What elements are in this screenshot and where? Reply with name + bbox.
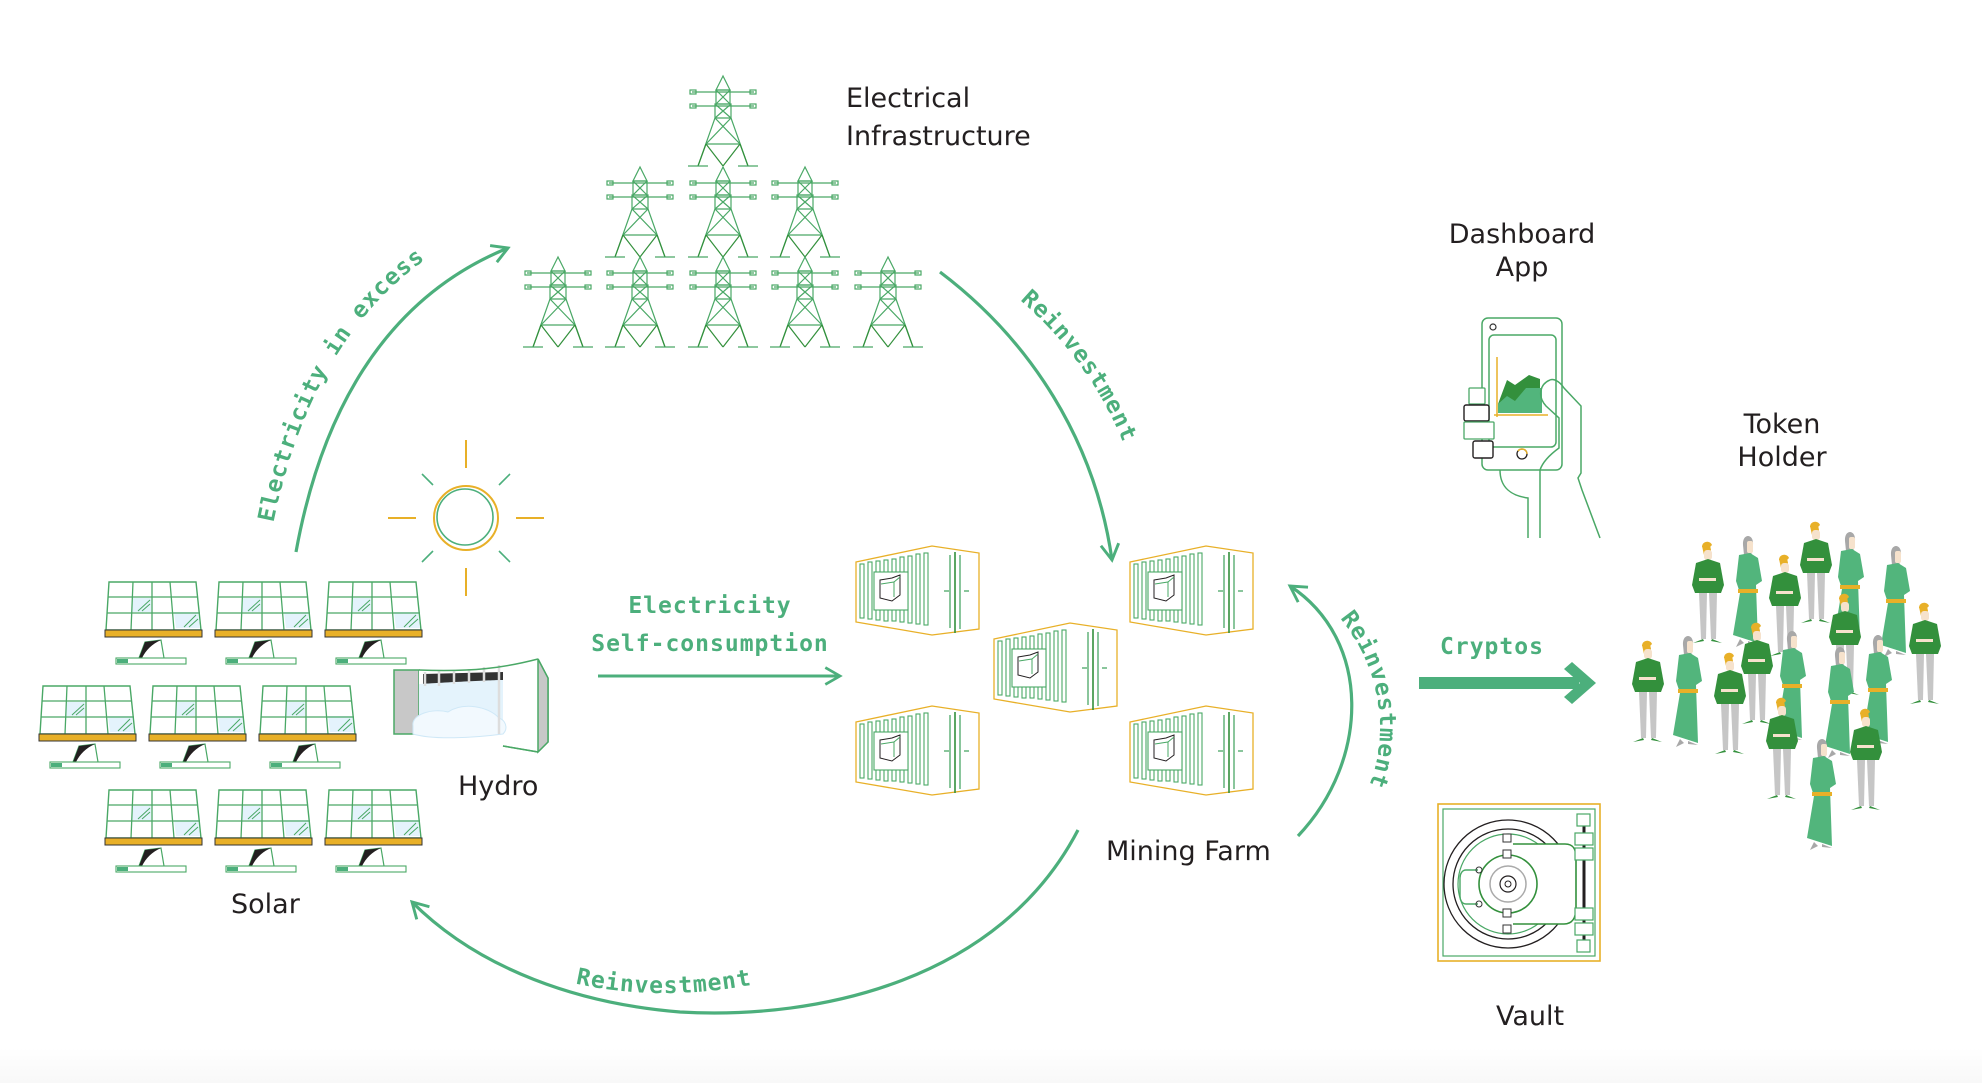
- flow-label-self-consumption: Electricity Self-consumption: [560, 587, 860, 663]
- vault-icon: [1437, 803, 1601, 962]
- phone-in-hand-icon: [1463, 317, 1601, 539]
- token-holder-person-icon: [1909, 602, 1941, 704]
- power-tower-icon: [687, 166, 759, 258]
- arrow-reinvestment-farm-to-solar: [409, 829, 1080, 1015]
- power-tower-icon: [769, 256, 841, 348]
- arrow-cryptos: [1419, 662, 1596, 704]
- shipping-container-icon: [993, 622, 1118, 713]
- arrow-reinvestment-farm-loop: [1287, 584, 1354, 838]
- label-dashboard-app: Dashboard App: [1432, 218, 1612, 284]
- label-solar: Solar: [231, 889, 300, 920]
- power-tower-icon: [604, 256, 676, 348]
- shipping-container-icon: [1129, 705, 1254, 796]
- flow-label-reinvestment-bottom: Reinvestment: [574, 964, 753, 999]
- solar-panels: [38, 581, 423, 873]
- label-line: Infrastructure: [846, 121, 1031, 152]
- label-line: Self-consumption: [591, 631, 829, 657]
- flow-label-reinvestment-farm-loop: Reinvestment: [1335, 606, 1400, 792]
- power-tower-icon: [687, 256, 759, 348]
- power-tower-icon: [852, 256, 924, 348]
- token-holder-person-icon: [1692, 541, 1724, 643]
- shipping-container-icon: [855, 705, 980, 796]
- mining-farm-containers: [855, 545, 1254, 796]
- flow-label-reinvestment-infra: Reinvestment: [1016, 285, 1142, 446]
- token-holder-person-icon: [1714, 652, 1746, 754]
- arrow-electricity-in-excess: [294, 244, 511, 553]
- bottom-band: [0, 1048, 1982, 1083]
- flow-label-cryptos: Cryptos: [1440, 634, 1544, 660]
- token-holder-person-icon: [1673, 636, 1702, 747]
- solar-panel-icon: [38, 685, 137, 769]
- token-holders-group: [1632, 521, 1941, 850]
- shipping-container-icon: [855, 545, 980, 636]
- label-line: Electrical: [846, 83, 971, 114]
- solar-panel-icon: [324, 581, 423, 665]
- solar-panel-icon: [258, 685, 357, 769]
- label-hydro: Hydro: [458, 771, 539, 802]
- label-vault: Vault: [1496, 1001, 1565, 1032]
- arrow-reinvestment-infra-to-farm: [939, 270, 1121, 563]
- power-tower-icon: [604, 166, 676, 258]
- solar-panel-icon: [104, 789, 203, 873]
- label-mining-farm: Mining Farm: [1106, 836, 1271, 867]
- power-tower-icon: [769, 166, 841, 258]
- label-token-holder: Token Holder: [1712, 408, 1852, 474]
- sun-icon: [388, 440, 544, 596]
- solar-panel-icon: [214, 581, 313, 665]
- label-line: Dashboard: [1448, 219, 1596, 250]
- power-tower-icon: [522, 256, 594, 348]
- label-line: Holder: [1737, 442, 1827, 473]
- label-line: Token: [1743, 409, 1821, 440]
- solar-panel-icon: [148, 685, 247, 769]
- token-holder-person-icon: [1881, 546, 1910, 657]
- token-holder-person-icon: [1632, 640, 1664, 742]
- solar-panel-icon: [214, 789, 313, 873]
- label-line: App: [1495, 252, 1549, 283]
- solar-panel-icon: [324, 789, 423, 873]
- solar-panel-icon: [104, 581, 203, 665]
- hydro-dam-icon: [393, 658, 549, 754]
- shipping-container-icon: [1129, 545, 1254, 636]
- power-tower-icon: [687, 75, 759, 167]
- label-electrical-infrastructure: Electrical Infrastructure: [846, 82, 1031, 153]
- token-holder-person-icon: [1800, 521, 1832, 623]
- label-line: Electricity: [628, 593, 792, 619]
- flow-label-electricity-in-excess: Electricity in excess: [254, 243, 430, 524]
